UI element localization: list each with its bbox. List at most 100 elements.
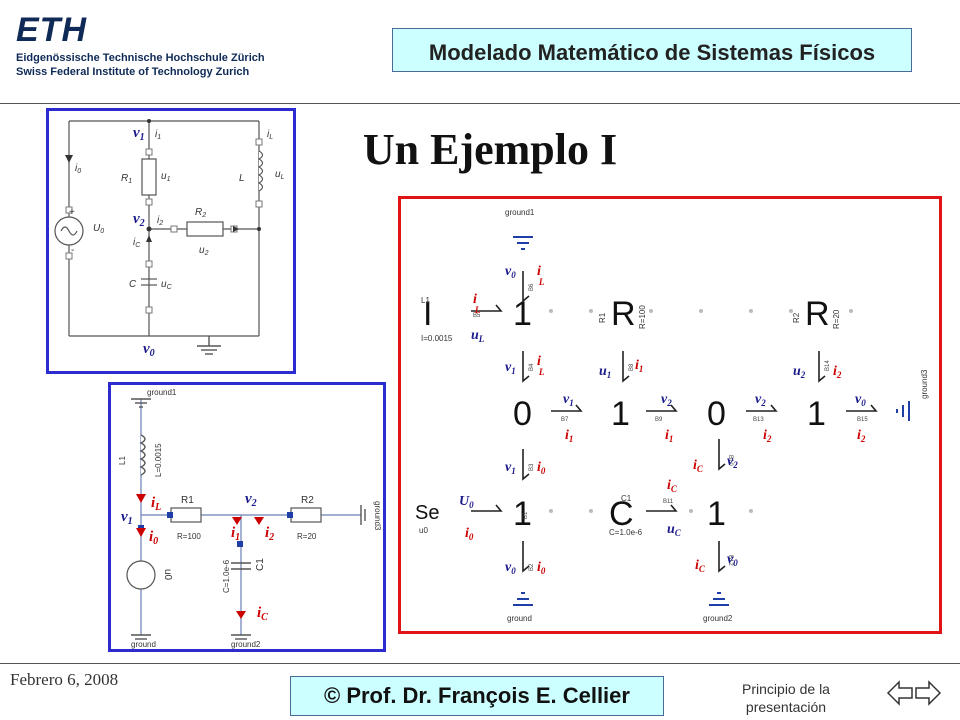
bg-anno-uC: uC	[667, 522, 682, 538]
bg-anno-v1-B3: v1	[505, 460, 516, 476]
course-title-box	[392, 28, 912, 72]
modelica-ground1-label: ground1	[147, 388, 177, 397]
modelica-ground-label: ground	[131, 640, 156, 649]
bg-bond-B14: B14	[825, 360, 831, 371]
circuit-label-iC: iC	[133, 237, 141, 249]
bg-ground1-label: ground1	[505, 208, 535, 217]
modelica-anno-i1: i1	[231, 525, 240, 543]
modelica-L-value: L=0.0015	[154, 443, 163, 477]
bond-graph-diagram: 1 0 1 0 1 1 1 I C R R Se ground1 ground …	[398, 196, 942, 634]
circuit-label-L: L	[239, 173, 245, 184]
bg-source-name: u0	[419, 526, 428, 535]
circuit-node-v1: v1	[133, 125, 145, 143]
arrow-left-icon	[886, 680, 913, 706]
slide-title: Un Ejemplo I	[362, 125, 618, 174]
circuit-node-v0: v0	[143, 341, 155, 359]
institution-german: Eidgenössische Technische Hochschule Zür…	[16, 52, 265, 64]
circuit-diagram: i0 U0 + - R1 u1 i1 iL uL L R2 i2 u2 iC u…	[46, 108, 296, 374]
footer-author: © Prof. Dr. François E. Cellier	[324, 683, 630, 708]
home-link[interactable]: Principio de la presentación	[742, 681, 830, 715]
header-divider	[0, 103, 960, 104]
bg-bond-B5: B5	[473, 313, 481, 319]
bg-R1-name: R1	[598, 312, 607, 323]
bg-bond-B11: B11	[663, 499, 674, 505]
bg-anno-i0-B1: i0	[465, 526, 474, 542]
circuit-label-uL: uL	[275, 169, 285, 181]
eth-logo-text: ETH	[16, 11, 87, 49]
modelica-C-value: C=1.0e-6	[222, 559, 231, 593]
bg-anno-v2-B9: v2	[661, 392, 672, 408]
bg-anno-u1: u1	[599, 364, 611, 380]
bg-bond-B2: B2	[529, 563, 535, 571]
bg-anno-i2-B15: i2	[857, 428, 866, 444]
bond-graph-svg: 1 0 1 0 1 1 1 I C R R Se ground1 ground …	[415, 208, 929, 623]
bg-junction-1-top: 1	[513, 295, 532, 333]
bg-resistor-R2: R	[805, 295, 830, 333]
modelica-L1-label: L1	[118, 456, 127, 465]
modelica-ground3-label: ground3	[373, 501, 382, 531]
bg-bond-B6: B6	[529, 283, 535, 291]
bg-anno-U0: U0	[459, 494, 474, 510]
bg-anno-v2-B10: v2	[727, 454, 738, 470]
bg-anno-i1-B7: i1	[565, 428, 573, 444]
bg-source-Se: Se	[415, 502, 439, 524]
bg-anno-i1-B8: i1	[635, 358, 643, 374]
circuit-label-i2: i2	[157, 215, 163, 227]
bg-ground2-label: ground2	[703, 614, 733, 623]
bg-bond-B10: B10	[727, 455, 733, 466]
circuit-minus-sign: -	[71, 245, 74, 256]
bg-anno-i1-B9: i1	[665, 428, 673, 444]
bg-anno-iC-B10: iC	[693, 458, 704, 474]
bg-bond-B8: B8	[629, 363, 635, 371]
circuit-node-v2: v2	[133, 211, 145, 229]
modelica-R2-value: R=20	[297, 532, 317, 541]
modelica-R1-value: R=100	[177, 532, 201, 541]
bg-anno-i0-B3: i0	[537, 460, 546, 476]
modelica-anno-iL: iL	[151, 495, 161, 513]
circuit-plus-sign: +	[69, 207, 75, 218]
circuit-label-R2: R2	[195, 207, 206, 219]
bg-anno-v0-top: v0	[505, 264, 516, 280]
modelica-anno-i0: i0	[149, 529, 158, 547]
bg-L1-label: L1	[421, 296, 430, 305]
next-slide-button[interactable]	[914, 678, 942, 708]
modelica-C1-label: C1	[255, 558, 266, 571]
circuit-label-R1: R1	[121, 173, 132, 185]
modelica-svg: ground1 L1 L=0.0015 R1 R=100 R2 R=20 C1 …	[118, 388, 382, 649]
bg-bond-B12: B12	[727, 555, 733, 566]
bg-junction-1-right: 1	[807, 395, 826, 433]
modelica-ground2-label: ground2	[231, 640, 261, 649]
bg-anno-u2: u2	[793, 364, 806, 380]
bg-bond-B7: B7	[561, 417, 569, 423]
bg-anno-v1-B7: v1	[563, 392, 574, 408]
bg-R2-value: R=20	[832, 309, 841, 329]
bg-anno-uL: uL	[471, 328, 485, 344]
bg-anno-iC-B11: iC	[667, 478, 678, 494]
bg-bond-B1: B1	[523, 511, 529, 519]
modelica-diagram: ground1 L1 L=0.0015 R1 R=100 R2 R=20 C1 …	[108, 382, 386, 652]
bg-bond-B15: B15	[857, 417, 868, 423]
arrow-right-icon	[915, 680, 942, 706]
course-title: Modelado Matemático de Sistemas Físicos	[428, 40, 876, 65]
bg-junction-1-bottom: 1	[513, 495, 532, 533]
previous-slide-button[interactable]	[886, 678, 914, 708]
bg-bond-B3: B3	[529, 463, 535, 471]
bg-C-value: C=1.0e-6	[609, 528, 643, 537]
institution-english: Swiss Federal Institute of Technology Zu…	[16, 66, 250, 78]
bg-anno-v0-B2: v0	[505, 560, 516, 576]
circuit-label-i0: i0	[75, 163, 81, 175]
circuit-label-uC: uC	[161, 279, 173, 291]
bg-junction-0-left: 0	[513, 395, 532, 433]
bg-capacitor-C: C	[609, 495, 634, 533]
circuit-label-i1: i1	[155, 129, 161, 141]
bg-C1-label: C1	[621, 494, 632, 503]
bg-L-value: I=0.0015	[421, 334, 453, 343]
bg-ground-label: ground	[507, 614, 532, 623]
bg-anno-i2-B14: i2	[833, 364, 842, 380]
bg-bond-B13: B13	[753, 417, 764, 423]
circuit-label-C: C	[129, 279, 137, 290]
bg-anno-iC-B12: iC	[695, 558, 706, 574]
circuit-label-u1: u1	[161, 171, 171, 183]
